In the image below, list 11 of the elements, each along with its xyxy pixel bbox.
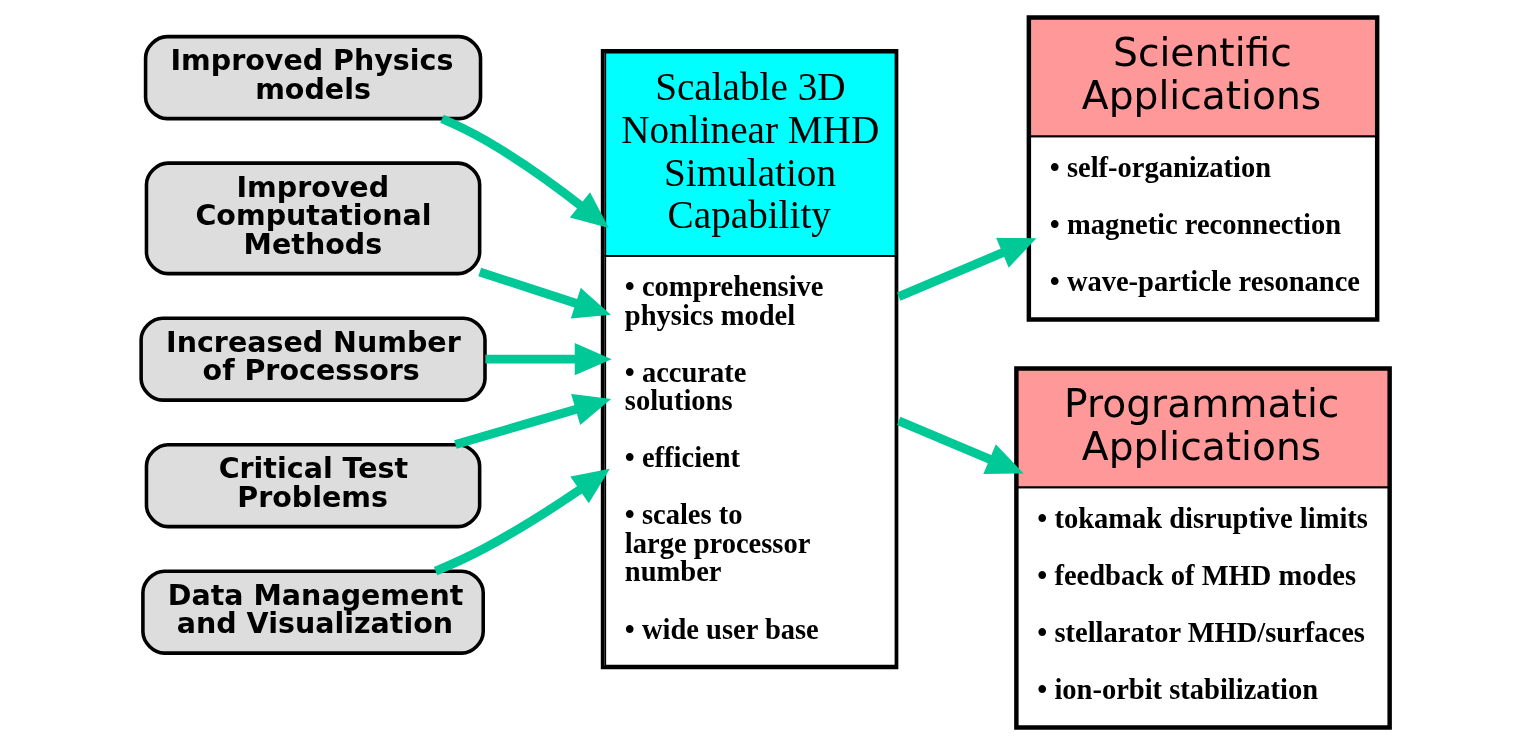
arrow: [453, 393, 611, 449]
node-box: Critical Test Problems: [144, 442, 481, 529]
arrow: [477, 267, 611, 319]
arrow: [896, 237, 1036, 301]
node-box: Improved Physics models: [143, 34, 482, 121]
arrow: [484, 342, 612, 376]
arrow: [439, 114, 609, 228]
node-box: Improved Computational Methods: [144, 161, 481, 276]
node-box: Data Management and Visualization: [140, 569, 485, 655]
arrow: [896, 416, 1024, 475]
node-box: Increased Number of Processors: [138, 316, 487, 402]
